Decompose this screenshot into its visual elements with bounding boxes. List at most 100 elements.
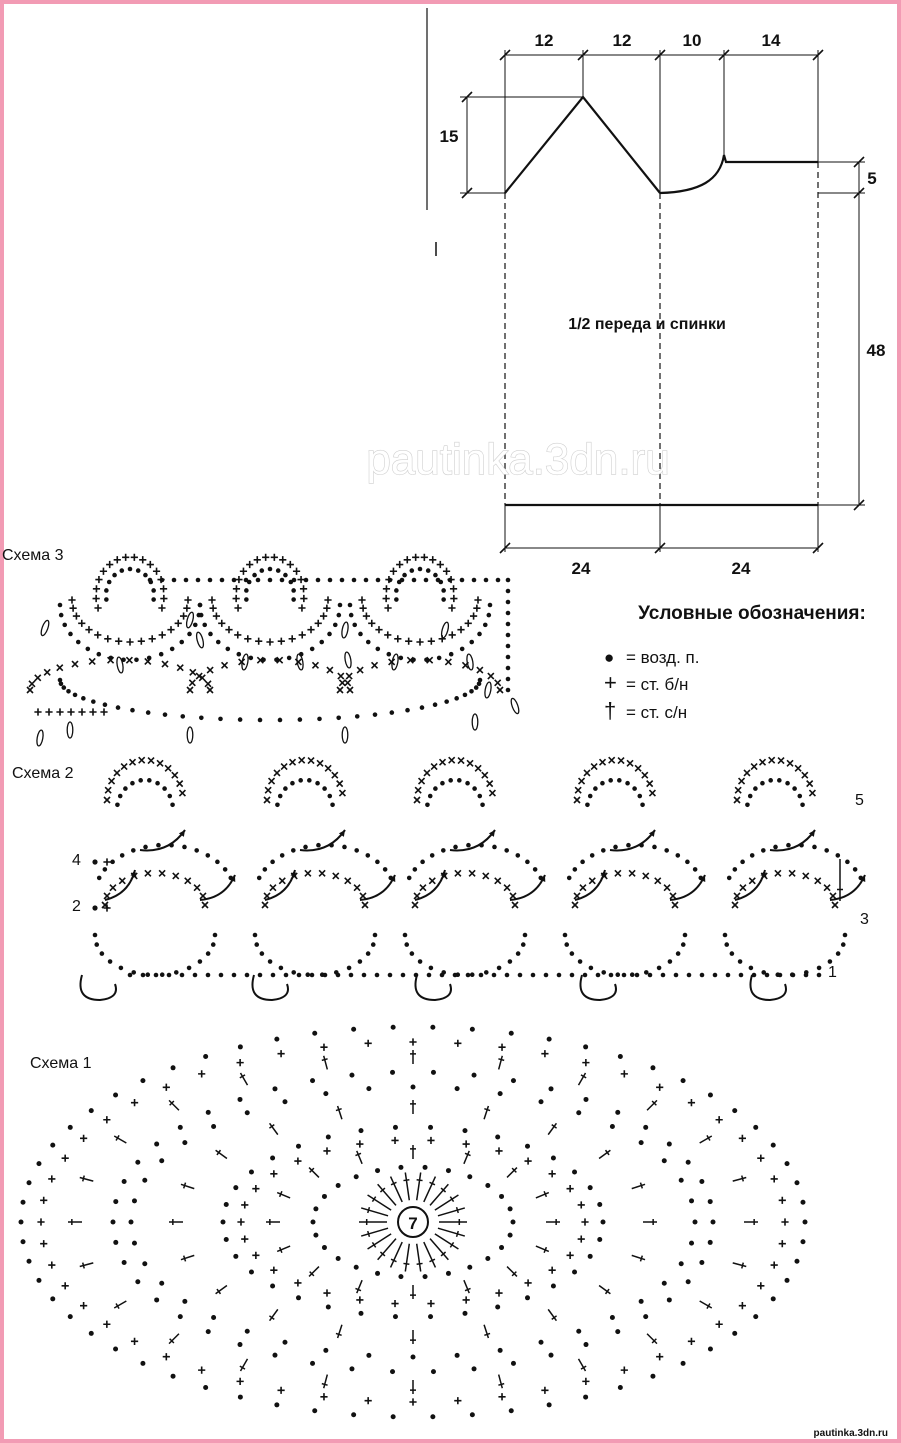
sc-stitch-symbol — [88, 657, 96, 666]
chain-stitch-symbol — [290, 780, 295, 786]
chain-stitch-symbol — [312, 1030, 318, 1036]
chain-stitch-symbol — [722, 932, 728, 938]
chain-stitch-symbol — [680, 1078, 686, 1084]
sc-stitch-symbol — [128, 758, 137, 766]
sc-stitch-symbol — [412, 553, 420, 561]
sc-stitch-symbol — [462, 1140, 470, 1148]
dc-stitch-symbol — [215, 1149, 228, 1160]
chain-stitch-symbol — [375, 646, 381, 652]
scheme2-label: Схема 2 — [12, 765, 74, 782]
chain-stitch-symbol — [707, 1092, 713, 1098]
chain-stitch-symbol — [707, 1239, 713, 1245]
chain-stitch-symbol — [205, 951, 211, 956]
chain-stitch-symbol — [295, 1143, 301, 1149]
chain-stitch-symbol — [515, 951, 521, 956]
chain-stitch-symbol — [761, 970, 767, 975]
sc-stitch-symbol — [495, 1289, 503, 1297]
chain-stitch-symbol — [215, 639, 221, 645]
chain-stitch-symbol — [274, 1402, 280, 1408]
chain-stitch-symbol — [692, 1219, 698, 1225]
chain-stitch-symbol — [159, 577, 165, 583]
sc-stitch-symbol — [364, 1039, 372, 1047]
chain-stitch-symbol — [390, 1369, 396, 1375]
sc-stitch-symbol — [208, 596, 216, 604]
sc-stitch-symbol — [731, 901, 739, 909]
chain-stitch-symbol — [88, 1108, 94, 1114]
chain-stitch-symbol — [800, 802, 805, 808]
sc-stitch-symbol — [323, 1289, 331, 1297]
sc-stitch-symbol — [188, 679, 196, 687]
join-arrowhead — [290, 870, 297, 877]
join-arrow — [104, 869, 136, 901]
sc-stitch-symbol — [171, 771, 179, 779]
chain-stitch-symbol — [507, 1206, 513, 1212]
sc-stitch-symbol — [409, 1038, 417, 1046]
sc-stitch-symbol — [286, 560, 294, 569]
chain-stitch-symbol — [394, 597, 399, 602]
sc-stitch-symbol — [48, 1261, 56, 1269]
chain-stitch-symbol — [689, 1240, 695, 1246]
dc-stitch-symbol — [239, 1358, 249, 1372]
watermark: pautinka.3dn.ru — [366, 435, 669, 484]
sc-stitch-symbol — [130, 553, 138, 561]
sc-stitch-symbol — [571, 901, 579, 909]
sc-stitch-symbol — [715, 1320, 723, 1328]
sc-stitch-symbol — [734, 786, 742, 794]
chain-stitch-symbol — [18, 1219, 24, 1225]
sc-stitch-symbol — [420, 553, 428, 561]
sc-stitch-symbol — [382, 594, 390, 603]
sc-stitch-symbol — [277, 1386, 285, 1394]
chain-stitch-symbol — [20, 1239, 26, 1245]
sc-stitch-symbol — [28, 680, 36, 688]
chain-stitch-symbol — [433, 786, 438, 791]
chain-stitch-symbol — [587, 1185, 593, 1191]
chain-stitch-symbol — [827, 959, 833, 964]
dc-stitch-symbol — [377, 1183, 397, 1206]
sc-stitch-symbol — [337, 672, 345, 680]
chain-stitch-symbol — [499, 1245, 505, 1251]
sc-stitch-symbol — [178, 789, 186, 797]
chain-stitch-symbol — [428, 965, 434, 971]
chain-stitch-symbol — [402, 932, 408, 938]
chain-stitch-symbol — [351, 1412, 357, 1418]
dc-stitch-symbol — [410, 1330, 416, 1344]
chain-stitch-symbol — [211, 1124, 217, 1130]
sc-stitch-symbol — [61, 1154, 69, 1162]
sc-stitch-symbol — [608, 756, 616, 764]
chain-stitch-symbol — [585, 802, 590, 808]
chain-stitch-symbol — [615, 1109, 621, 1115]
sc-stitch-symbol — [353, 884, 361, 892]
sc-stitch-symbol — [794, 764, 802, 772]
piece-label: 1/2 переда и спинки — [568, 316, 726, 333]
dc-stitch-symbol — [415, 1243, 423, 1272]
chain-stitch-symbol — [595, 972, 601, 978]
chain-stitch-symbol — [753, 1124, 759, 1130]
join-arrow — [574, 869, 606, 901]
join-arrow — [734, 869, 766, 901]
dc-stitch-symbol — [168, 1099, 180, 1111]
sc-stitch-symbol — [391, 1299, 399, 1308]
sc-stitch-symbol — [476, 666, 484, 674]
sc-stitch-symbol — [160, 594, 168, 603]
dc-stitch-symbol — [276, 1190, 291, 1199]
chain-stitch-symbol — [99, 951, 105, 956]
chain-stitch-symbol — [58, 612, 64, 618]
scheme1-label: Схема 1 — [30, 1055, 92, 1072]
chain-stitch-symbol — [145, 710, 151, 715]
sc-stitch-symbol — [788, 869, 796, 877]
sc-stitch-symbol — [246, 560, 254, 569]
dc-stitch-symbol — [360, 1227, 389, 1238]
chain-stitch-symbol — [327, 793, 333, 799]
dc-stitch-symbol — [434, 1233, 459, 1250]
chain-stitch-symbol — [237, 1394, 243, 1400]
sc-stitch-symbol — [646, 780, 654, 788]
chain-stitch-symbol — [572, 1169, 578, 1175]
dc-stitch-symbol — [308, 1266, 320, 1277]
sc-stitch-symbol — [438, 758, 447, 766]
dc-stitch-symbol — [506, 1266, 518, 1277]
sc-stitch-symbol — [503, 884, 511, 892]
chain-stitch-symbol — [812, 844, 817, 850]
chain-stitch-symbol — [243, 577, 249, 583]
chain-stitch-symbol — [342, 844, 347, 850]
chain-stitch-symbol — [745, 802, 750, 808]
